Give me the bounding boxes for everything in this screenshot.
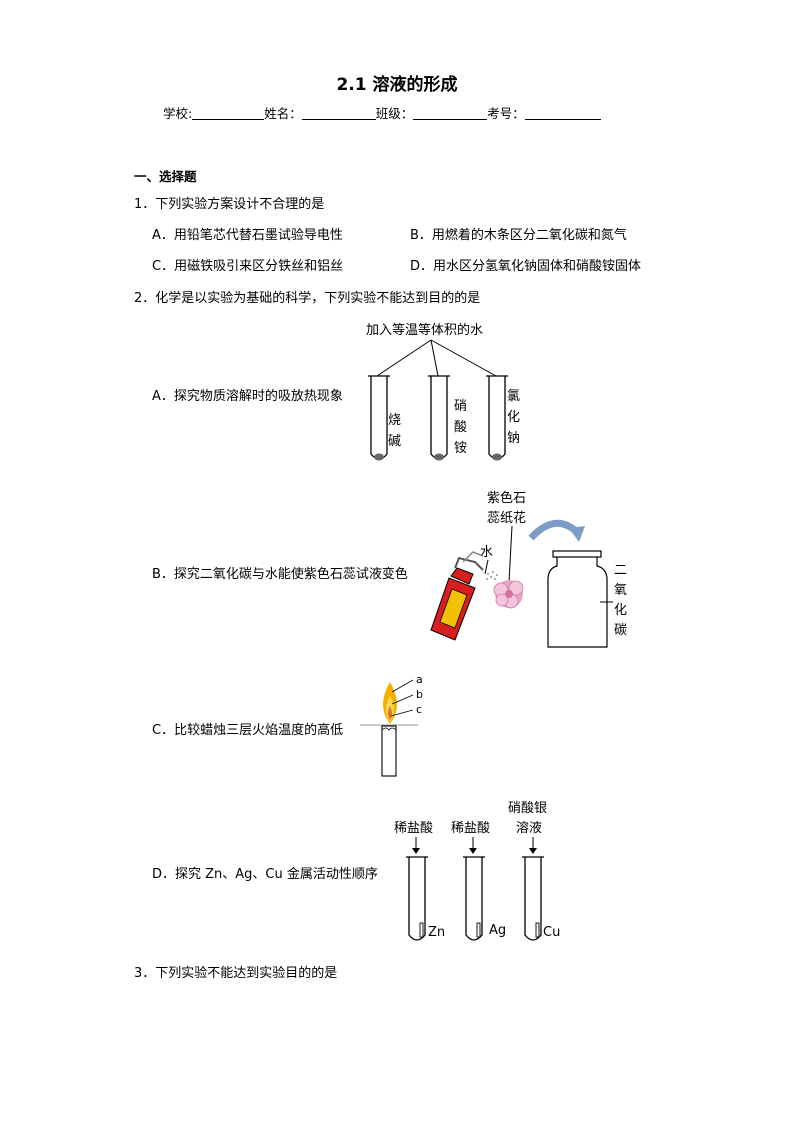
q2-option-d: D．探究 Zn、Ag、Cu 金属活动性顺序 — [152, 867, 378, 882]
flower-label-2: 蕊纸花 — [487, 510, 526, 526]
name-blank[interactable] — [301, 106, 376, 120]
silver-label-1: 硝酸银 — [508, 801, 547, 816]
tube3-label-3: 钠 — [507, 431, 520, 446]
gas-label-2: 氧 — [614, 583, 627, 598]
spray-bottle-icon — [430, 551, 484, 641]
metal-label-zn: Zn — [428, 925, 445, 940]
q2-option-b: B．探究二氧化碳与水能使紫色石蕊试液变色 — [152, 567, 408, 582]
figure-a-top-label: 加入等温等体积的水 — [366, 322, 483, 338]
acid-label-1: 稀盐酸 — [394, 821, 433, 836]
flame-label-c: c — [416, 703, 422, 716]
school-label: 学校: — [163, 106, 193, 121]
candle-icon — [381, 725, 397, 777]
q2-option-a: A．探究物质溶解时的吸放热现象 — [152, 389, 343, 404]
drop-arrows — [415, 837, 534, 850]
exam-no-label: 考号： — [487, 106, 525, 121]
figure-a-dissolution: 加入等温等体积的水 烧 碱 硝 酸 铵 氯 化 钠 — [366, 322, 520, 461]
figure-d-metal-activity: 硝酸银 溶液 稀盐酸 稀盐酸 Zn Ag Cu — [394, 801, 560, 941]
class-label: 班级： — [375, 106, 414, 121]
water-label: 水 — [480, 545, 493, 560]
solid-sample-2 — [434, 453, 444, 461]
acid-label-2: 稀盐酸 — [451, 821, 490, 836]
figure-a-lines — [376, 339, 497, 377]
name-label: 姓名： — [264, 106, 302, 121]
tube2-label-3: 铵 — [454, 441, 467, 456]
q3-stem: 3．下列实验不能达到实验目的的是 — [134, 966, 338, 981]
flame-label-b: b — [416, 688, 423, 701]
flower-label-1: 紫色石 — [487, 490, 526, 506]
metal-tubes — [406, 856, 544, 941]
water-pointer — [484, 559, 489, 575]
arrow-down-icons — [412, 848, 537, 854]
metal-label-ag: Ag — [489, 923, 506, 938]
tube2-label-2: 酸 — [454, 420, 467, 435]
tube2-label-1: 硝 — [454, 399, 467, 414]
arrow-head-icon — [569, 526, 585, 542]
exam-no-blank[interactable] — [524, 106, 601, 120]
q2-option-c: C．比较蜡烛三层火焰温度的高低 — [152, 723, 344, 738]
silver-label-2: 溶液 — [516, 821, 542, 836]
flower-icon — [493, 580, 524, 609]
q1-option-c: C．用磁铁吸引来区分铁丝和铝丝 — [152, 259, 344, 274]
q1-option-d: D．用水区分氢氧化钠固体和硝酸铵固体 — [410, 259, 642, 274]
class-blank[interactable] — [413, 106, 488, 120]
metal-label-cu: Cu — [543, 925, 560, 940]
student-info-line: 学校: 姓名： 班级： 考号： — [163, 103, 601, 122]
gas-label-4: 碳 — [614, 623, 627, 638]
curved-arrow-icon — [528, 519, 580, 541]
page-title: 2.1 溶液的形成 — [336, 75, 458, 95]
spray-mist — [486, 571, 498, 580]
q1-option-a: A．用铅笔芯代替石墨试验导电性 — [152, 228, 343, 243]
q1-option-b: B．用燃着的木条区分二氧化碳和氮气 — [410, 228, 627, 243]
gas-label-1: 二 — [614, 563, 627, 578]
q2-stem: 2．化学是以实验为基础的科学，下列实验不能达到目的的是 — [134, 291, 481, 306]
section-heading: 一、选择题 — [134, 169, 197, 184]
flame-pointers — [390, 679, 414, 717]
gas-label-3: 化 — [614, 603, 627, 618]
tube3-label-2: 化 — [507, 410, 520, 425]
gas-jar-icon — [547, 550, 608, 648]
figure-b-co2-experiment: 紫色石 蕊纸花 水 二 氧 化 碳 — [430, 490, 627, 648]
tube3-label-1: 氯 — [507, 389, 520, 404]
q1-stem: 1．下列实验方案设计不合理的是 — [134, 197, 325, 212]
solid-sample-1 — [374, 453, 384, 461]
school-blank[interactable] — [192, 106, 265, 120]
metal-strips — [419, 922, 540, 938]
flame-label-a: a — [416, 673, 423, 686]
flower-pointer — [508, 525, 513, 583]
solid-sample-3 — [492, 453, 502, 461]
figure-c-candle: a b c — [360, 673, 423, 777]
tube1-label-1: 烧 — [388, 413, 401, 428]
tube1-label-2: 碱 — [388, 434, 401, 449]
